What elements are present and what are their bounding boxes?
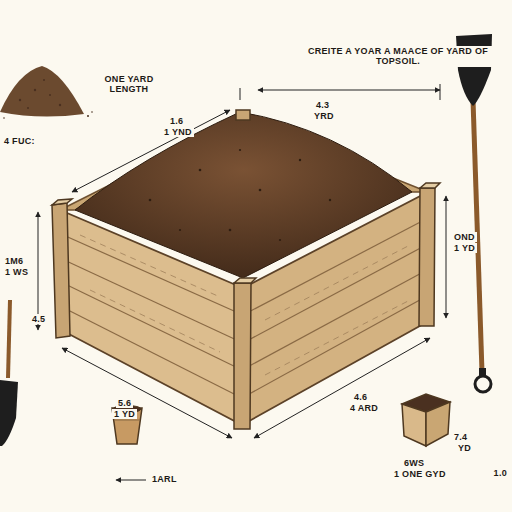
dimension-label: 1M6 <box>3 256 25 266</box>
dimension-label: 1 WS <box>3 267 30 277</box>
soil-texture <box>149 149 331 241</box>
dimension-label: ONE YARD LENGTH <box>96 74 162 95</box>
dimension-label: YD <box>456 443 473 453</box>
shovel-right <box>456 34 492 392</box>
corner-posts <box>52 110 440 429</box>
dimension-label: 4 FUC: <box>2 136 37 146</box>
note-text: CREITE A YOAR A MAACE OF YARD OF TOPSOIL… <box>298 46 498 67</box>
dimension-label: 4.6 <box>352 392 369 402</box>
wooden-pot <box>112 406 142 445</box>
dimension-label: 1 YD <box>112 409 137 419</box>
dimension-label: OND <box>452 232 477 242</box>
soil-pile <box>0 66 93 119</box>
left-planks <box>61 234 243 398</box>
wooden-crate <box>402 394 450 446</box>
dimension-label: 1.6 <box>168 116 185 126</box>
dimension-label: 1 ONE GYD <box>392 469 448 479</box>
dimension-label: 4.3 <box>314 100 331 110</box>
dimension-label: 6WS <box>402 458 426 468</box>
dimension-lines <box>38 84 446 480</box>
dimension-label: 1 YD <box>452 243 477 253</box>
left-wall <box>60 210 243 425</box>
right-planks <box>242 218 428 398</box>
dimension-label: 1ARL <box>150 474 179 484</box>
dimension-label: 7.4 <box>452 432 469 442</box>
dimension-label: 4 ARD <box>348 403 380 413</box>
right-wall <box>242 192 428 425</box>
shovel-left <box>0 300 18 446</box>
dimension-label: 1 YND <box>162 127 194 137</box>
dimension-label: YRD <box>312 111 336 121</box>
dimension-label: 4.5 <box>30 314 47 324</box>
dimension-label: 1.0 <box>492 468 509 478</box>
dimension-label: 5.6 <box>116 398 133 408</box>
